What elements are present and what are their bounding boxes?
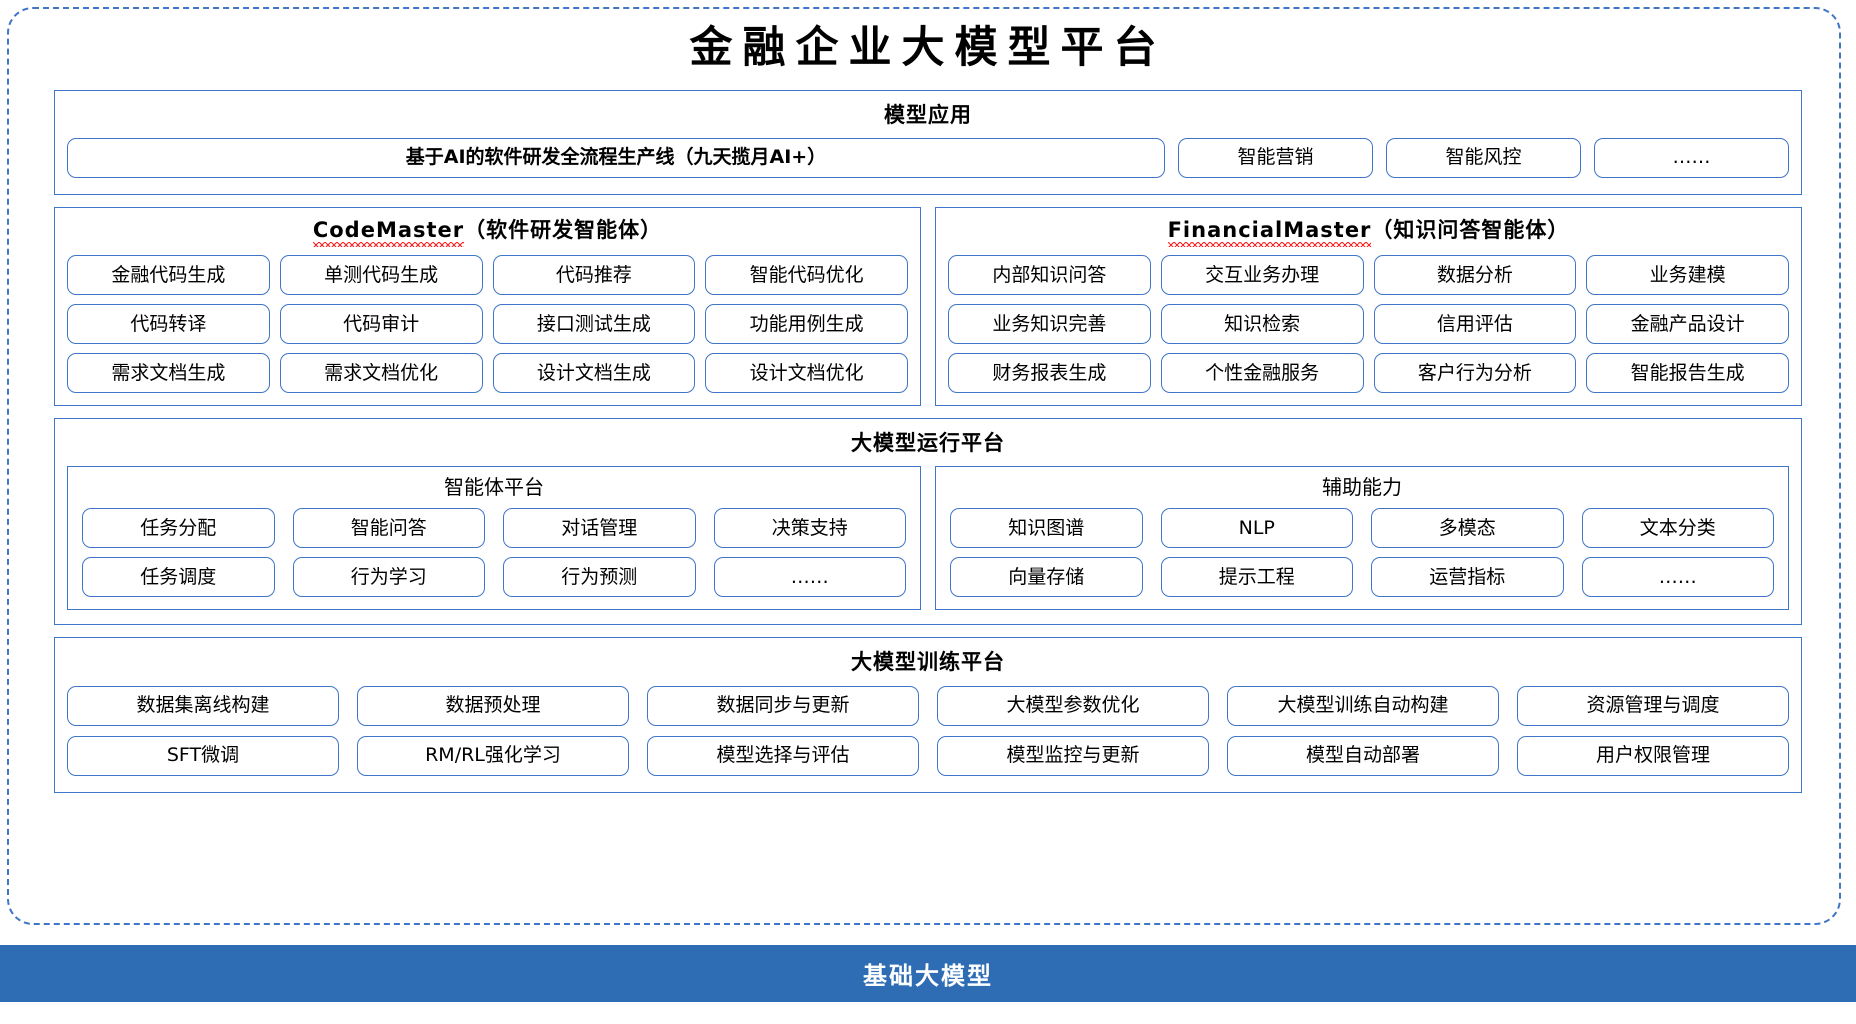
financialmaster-item[interactable]: 业务知识完善 xyxy=(948,304,1151,345)
agent-platform-item[interactable]: 对话管理 xyxy=(503,508,696,549)
agent-platform-grid: 任务分配 智能问答 对话管理 决策支持 任务调度 行为学习 行为预测 …… xyxy=(82,508,906,598)
auxiliary-item[interactable]: 多模态 xyxy=(1371,508,1564,549)
financialmaster-name-cn: （知识问答智能体） xyxy=(1371,217,1570,242)
codemaster-item[interactable]: 接口测试生成 xyxy=(492,304,696,345)
financialmaster-item[interactable]: 客户行为分析 xyxy=(1373,353,1577,394)
subpanel-title-agent-platform: 智能体平台 xyxy=(444,475,544,500)
section-title-training-platform: 大模型训练平台 xyxy=(851,650,1005,675)
financialmaster-item[interactable]: 智能报告生成 xyxy=(1586,353,1789,394)
training-item[interactable]: SFT微调 xyxy=(67,735,339,776)
codemaster-item[interactable]: 设计文档优化 xyxy=(705,353,908,394)
auxiliary-item[interactable]: NLP xyxy=(1160,508,1353,549)
training-item[interactable]: 大模型参数优化 xyxy=(937,685,1209,726)
auxiliary-item[interactable]: 文本分类 xyxy=(1581,508,1774,549)
section-model-application: 模型应用 基于AI的软件研发全流程生产线（九天揽月AI+） 智能营销 智能风控 … xyxy=(54,89,1802,195)
auxiliary-item[interactable]: 运营指标 xyxy=(1371,557,1564,598)
base-model-label: 基础大模型 xyxy=(863,962,993,990)
financialmaster-item[interactable]: 信用评估 xyxy=(1373,304,1577,345)
agent-platform-item[interactable]: 任务分配 xyxy=(82,508,275,549)
financialmaster-item[interactable]: 知识检索 xyxy=(1160,304,1364,345)
financialmaster-name-en: FinancialMaster xyxy=(1167,218,1372,248)
codemaster-item[interactable]: 需求文档生成 xyxy=(67,353,270,394)
codemaster-item[interactable]: 智能代码优化 xyxy=(705,255,908,296)
diagram-content: 金融企业大模型平台 模型应用 基于AI的软件研发全流程生产线（九天揽月AI+） … xyxy=(54,23,1802,793)
codemaster-item[interactable]: 代码推荐 xyxy=(492,255,696,296)
training-item[interactable]: 资源管理与调度 xyxy=(1517,685,1789,726)
section-training-platform: 大模型训练平台 数据集离线构建 数据预处理 数据同步与更新 大模型参数优化 大模… xyxy=(54,637,1802,793)
model-application-row: 基于AI的软件研发全流程生产线（九天揽月AI+） 智能营销 智能风控 …… xyxy=(67,137,1789,178)
auxiliary-item[interactable]: 提示工程 xyxy=(1160,557,1353,598)
financialmaster-item[interactable]: 内部知识问答 xyxy=(948,255,1151,296)
agent-platform-item[interactable]: 智能问答 xyxy=(292,508,485,549)
financialmaster-item[interactable]: 金融产品设计 xyxy=(1586,304,1789,345)
codemaster-capability-grid: 金融代码生成 单测代码生成 代码推荐 智能代码优化 代码转译 代码审计 接口测试… xyxy=(67,255,908,394)
section-runtime-platform: 大模型运行平台 智能体平台 任务分配 智能问答 对话管理 决策支持 任务调度 行… xyxy=(54,418,1802,626)
section-title-codemaster: CodeMaster（软件研发智能体） xyxy=(67,217,908,248)
training-platform-grid: 数据集离线构建 数据预处理 数据同步与更新 大模型参数优化 大模型训练自动构建 … xyxy=(67,685,1789,776)
training-item[interactable]: 模型监控与更新 xyxy=(937,735,1209,776)
codemaster-item[interactable]: 需求文档优化 xyxy=(279,353,483,394)
codemaster-item[interactable]: 代码审计 xyxy=(279,304,483,345)
section-title-financialmaster: FinancialMaster（知识问答智能体） xyxy=(948,217,1789,248)
codemaster-item[interactable]: 设计文档生成 xyxy=(492,353,696,394)
auxiliary-item[interactable]: 知识图谱 xyxy=(950,508,1143,549)
agent-platform-item-more[interactable]: …… xyxy=(713,557,906,598)
codemaster-name-en: CodeMaster xyxy=(312,218,465,248)
codemaster-name-cn: （软件研发智能体） xyxy=(464,217,663,242)
base-model-bar: 基础大模型 xyxy=(0,945,1856,1002)
page-title: 金融企业大模型平台 xyxy=(689,23,1167,73)
runtime-subpanels-row: 智能体平台 任务分配 智能问答 对话管理 决策支持 任务调度 行为学习 行为预测… xyxy=(67,466,1789,611)
financialmaster-item[interactable]: 个性金融服务 xyxy=(1160,353,1364,394)
training-item[interactable]: 模型自动部署 xyxy=(1227,735,1499,776)
training-item[interactable]: 数据同步与更新 xyxy=(647,685,919,726)
auxiliary-item[interactable]: 向量存储 xyxy=(950,557,1143,598)
financialmaster-item[interactable]: 交互业务办理 xyxy=(1160,255,1364,296)
section-title-runtime-platform: 大模型运行平台 xyxy=(851,431,1005,456)
financialmaster-item[interactable]: 数据分析 xyxy=(1373,255,1577,296)
training-item[interactable]: 大模型训练自动构建 xyxy=(1227,685,1499,726)
auxiliary-capability-grid: 知识图谱 NLP 多模态 文本分类 向量存储 提示工程 运营指标 …… xyxy=(950,508,1774,598)
outer-dashed-frame xyxy=(7,7,1841,925)
training-item[interactable]: 数据预处理 xyxy=(357,685,629,726)
codemaster-item[interactable]: 代码转译 xyxy=(67,304,270,345)
app-item-ai-pipeline[interactable]: 基于AI的软件研发全流程生产线（九天揽月AI+） xyxy=(67,137,1165,178)
codemaster-item[interactable]: 功能用例生成 xyxy=(705,304,908,345)
agents-row: CodeMaster（软件研发智能体） 金融代码生成 单测代码生成 代码推荐 智… xyxy=(54,206,1802,407)
app-item-smart-marketing[interactable]: 智能营销 xyxy=(1178,137,1373,178)
subpanel-agent-platform: 智能体平台 任务分配 智能问答 对话管理 决策支持 任务调度 行为学习 行为预测… xyxy=(67,466,921,611)
training-item[interactable]: 用户权限管理 xyxy=(1517,735,1789,776)
financialmaster-item[interactable]: 财务报表生成 xyxy=(948,353,1151,394)
panel-codemaster: CodeMaster（软件研发智能体） 金融代码生成 单测代码生成 代码推荐 智… xyxy=(54,206,921,407)
training-item[interactable]: RM/RL强化学习 xyxy=(357,735,629,776)
agent-platform-item[interactable]: 行为学习 xyxy=(292,557,485,598)
panel-financialmaster: FinancialMaster（知识问答智能体） 内部知识问答 交互业务办理 数… xyxy=(935,206,1802,407)
agent-platform-item[interactable]: 决策支持 xyxy=(713,508,906,549)
agent-platform-item[interactable]: 任务调度 xyxy=(82,557,275,598)
codemaster-item[interactable]: 金融代码生成 xyxy=(67,255,270,296)
training-item[interactable]: 数据集离线构建 xyxy=(67,685,339,726)
codemaster-item[interactable]: 单测代码生成 xyxy=(279,255,483,296)
financialmaster-capability-grid: 内部知识问答 交互业务办理 数据分析 业务建模 业务知识完善 知识检索 信用评估… xyxy=(948,255,1789,394)
agent-platform-item[interactable]: 行为预测 xyxy=(503,557,696,598)
section-title-model-application: 模型应用 xyxy=(884,102,972,127)
app-item-smart-risk-control[interactable]: 智能风控 xyxy=(1386,137,1581,178)
subpanel-title-auxiliary-capability: 辅助能力 xyxy=(1322,475,1402,500)
training-item[interactable]: 模型选择与评估 xyxy=(647,735,919,776)
app-item-more[interactable]: …… xyxy=(1594,137,1789,178)
auxiliary-item-more[interactable]: …… xyxy=(1581,557,1774,598)
financialmaster-item[interactable]: 业务建模 xyxy=(1586,255,1789,296)
subpanel-auxiliary-capability: 辅助能力 知识图谱 NLP 多模态 文本分类 向量存储 提示工程 运营指标 …… xyxy=(935,466,1789,611)
